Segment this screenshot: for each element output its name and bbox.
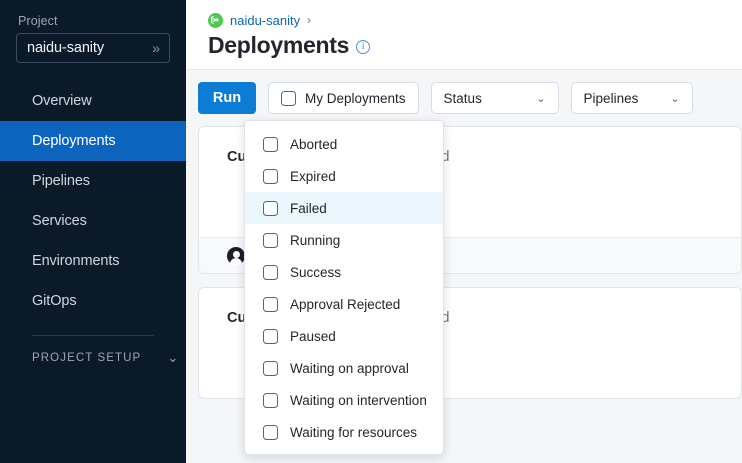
sidebar-item-label: Services (32, 213, 87, 229)
status-option-checkbox[interactable] (263, 265, 278, 280)
status-option-checkbox[interactable] (263, 297, 278, 312)
toolbar: Run My Deployments Status ⌄ Pipelines ⌄ (186, 70, 742, 126)
sidebar-item-services[interactable]: Services (0, 201, 186, 241)
status-option-checkbox[interactable] (263, 361, 278, 376)
status-option-checkbox[interactable] (263, 425, 278, 440)
status-option-checkbox[interactable] (263, 201, 278, 216)
avatar (227, 247, 245, 265)
status-option-label: Success (290, 265, 341, 280)
status-option-aborted[interactable]: Aborted (245, 128, 443, 160)
status-option-paused[interactable]: Paused (245, 320, 443, 352)
breadcrumb-separator: › (307, 13, 311, 27)
status-option-checkbox[interactable] (263, 329, 278, 344)
page-title: Deployments (208, 32, 349, 59)
status-option-expired[interactable]: Expired (245, 160, 443, 192)
status-option-approval-rejected[interactable]: Approval Rejected (245, 288, 443, 320)
status-option-waiting-for-resources[interactable]: Waiting for resources (245, 416, 443, 448)
sidebar: Project naidu-sanity » Overview Deployme… (0, 0, 186, 463)
status-option-failed[interactable]: Failed (245, 192, 443, 224)
double-chevron-right-icon: » (152, 41, 160, 55)
sidebar-item-gitops[interactable]: GitOps (0, 281, 186, 321)
status-option-label: Paused (290, 329, 336, 344)
sidebar-item-environments[interactable]: Environments (0, 241, 186, 281)
pipelines-filter-label: Pipelines (584, 91, 639, 106)
chevron-down-icon: ⌄ (670, 92, 679, 105)
chevron-down-icon: ⌄ (536, 92, 545, 105)
sidebar-item-label: Overview (32, 93, 92, 109)
sidebar-item-label: Environments (32, 253, 119, 269)
status-option-checkbox[interactable] (263, 137, 278, 152)
status-option-label: Expired (290, 169, 336, 184)
breadcrumb-link-project[interactable]: naidu-sanity (230, 13, 300, 28)
status-option-running[interactable]: Running (245, 224, 443, 256)
sidebar-item-pipelines[interactable]: Pipelines (0, 161, 186, 201)
sidebar-section-label: PROJECT SETUP (32, 352, 141, 364)
status-option-label: Waiting on intervention (290, 393, 427, 408)
pipelines-filter-dropdown[interactable]: Pipelines ⌄ (571, 82, 693, 114)
status-option-waiting-on-intervention[interactable]: Waiting on intervention (245, 384, 443, 416)
status-dropdown-menu: Aborted Expired Failed Running Success A… (244, 120, 444, 455)
my-deployments-checkbox[interactable] (281, 91, 296, 106)
page-header: naidu-sanity › Deployments i (186, 0, 742, 70)
sidebar-item-label: Pipelines (32, 173, 90, 189)
project-badge-icon (208, 13, 223, 28)
sidebar-item-overview[interactable]: Overview (0, 81, 186, 121)
sidebar-nav: Overview Deployments Pipelines Services … (0, 81, 186, 321)
project-selector[interactable]: naidu-sanity » (16, 33, 170, 63)
status-filter-dropdown[interactable]: Status ⌄ (431, 82, 559, 114)
status-option-checkbox[interactable] (263, 169, 278, 184)
chevron-down-icon: ⌄ (167, 350, 178, 366)
status-option-label: Approval Rejected (290, 297, 400, 312)
status-option-label: Failed (290, 201, 327, 216)
page-title-row: Deployments i (208, 32, 742, 59)
info-icon[interactable]: i (356, 40, 370, 54)
sidebar-section-project-setup[interactable]: PROJECT SETUP ⌄ (0, 336, 186, 380)
my-deployments-label: My Deployments (305, 91, 406, 106)
sidebar-item-label: Deployments (32, 133, 116, 149)
status-option-waiting-on-approval[interactable]: Waiting on approval (245, 352, 443, 384)
status-option-checkbox[interactable] (263, 233, 278, 248)
status-option-checkbox[interactable] (263, 393, 278, 408)
my-deployments-filter[interactable]: My Deployments (268, 82, 419, 114)
status-filter-label: Status (444, 91, 482, 106)
project-label: Project (0, 14, 186, 33)
sidebar-item-deployments[interactable]: Deployments (0, 121, 186, 161)
status-option-success[interactable]: Success (245, 256, 443, 288)
project-selector-value: naidu-sanity (27, 40, 104, 56)
run-button[interactable]: Run (198, 82, 256, 114)
breadcrumb: naidu-sanity › (208, 11, 742, 29)
status-option-label: Aborted (290, 137, 337, 152)
status-option-label: Running (290, 233, 340, 248)
status-option-label: Waiting for resources (290, 425, 417, 440)
sidebar-item-label: GitOps (32, 293, 77, 309)
status-option-label: Waiting on approval (290, 361, 409, 376)
